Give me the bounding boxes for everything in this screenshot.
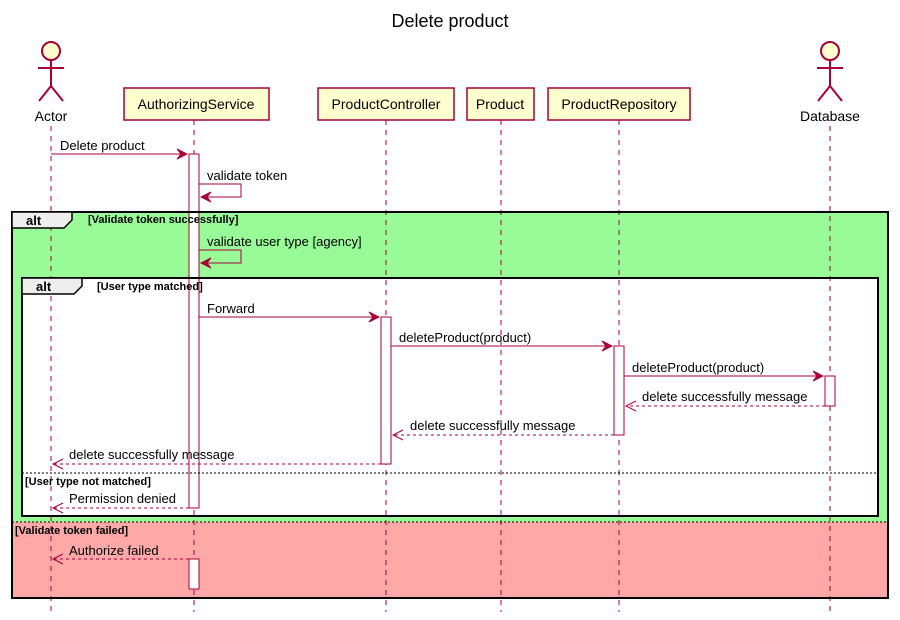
message-label-validate-user-type: validate user type [agency] <box>207 234 362 249</box>
participant-box-authorizing-service <box>123 87 270 121</box>
message-label-db-reply: delete successfully message <box>642 389 807 404</box>
actor-figure-actor <box>38 41 64 102</box>
alt-inner-keyword-tab <box>21 277 83 295</box>
activation-product-controller <box>380 316 392 465</box>
alt-outer-failed-region <box>12 522 888 598</box>
message-label-delete-product-to-repository: deleteProduct(product) <box>399 330 531 345</box>
participant-box-product-repository <box>547 87 691 121</box>
alt-outer-else-guard: [Validate token failed] <box>15 525 128 537</box>
alt-inner-guard: [User type matched] <box>97 281 203 293</box>
participant-label-product: Product <box>476 96 524 112</box>
message-label-delete-product-to-database: deleteProduct(product) <box>632 360 764 375</box>
message-label-validate-token: validate token <box>207 168 287 183</box>
message-arrow-validate-user-type <box>199 249 242 264</box>
alt-inner-region <box>22 278 878 516</box>
activation-product-repository <box>613 345 625 436</box>
message-label-forward: Forward <box>207 301 255 316</box>
message-label-controller-reply: delete successfully message <box>69 447 234 462</box>
message-label-delete-product: Delete product <box>60 138 145 153</box>
activation-authorizing-service-1 <box>188 153 200 509</box>
message-arrow-validate-token <box>199 183 242 198</box>
participant-label-actor: Actor <box>35 108 68 124</box>
actor-figure-database <box>817 41 843 102</box>
diagram-title: Delete product <box>391 11 508 31</box>
alt-outer-keyword-tab <box>11 211 73 229</box>
alt-inner-frame <box>21 277 879 517</box>
participant-box-product-controller <box>317 87 455 121</box>
alt-outer-keyword: alt <box>26 213 42 228</box>
activation-database <box>824 375 836 407</box>
alt-inner-else-guard: [User type not matched] <box>25 476 151 488</box>
alt-inner-keyword: alt <box>36 279 52 294</box>
alt-outer-guard: [Validate token successfully] <box>88 214 239 226</box>
participant-label-product-repository: ProductRepository <box>561 96 676 112</box>
participant-label-product-controller: ProductController <box>332 96 441 112</box>
alt-outer-frame <box>11 211 889 599</box>
message-label-authorize-failed: Authorize failed <box>69 543 159 558</box>
participant-label-authorizing-service: AuthorizingService <box>138 96 255 112</box>
activation-authorizing-service-2 <box>188 558 200 590</box>
message-label-permission-denied: Permission denied <box>69 491 176 506</box>
participant-box-product <box>466 87 535 121</box>
participant-label-database: Database <box>800 108 860 124</box>
message-label-repository-reply: delete successfully message <box>410 418 575 433</box>
